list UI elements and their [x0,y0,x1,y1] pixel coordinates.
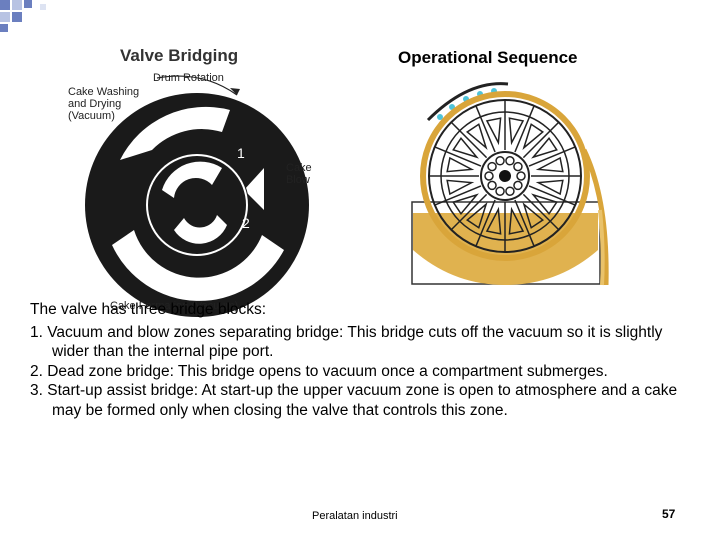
hub-hole [516,171,526,181]
bridge-list: 1. Vacuum and blow zones separating brid… [30,323,700,421]
hub-hole [487,161,497,172]
drum-spoke [475,105,496,153]
drum-cell [452,193,479,216]
drum-cell [522,123,545,150]
drum-cell [531,193,558,216]
drum-spoke [475,199,496,247]
drum-filter-diagram [408,80,640,292]
cake-blow-zone [244,168,264,210]
valve-bridging-diagram: 1 2 3 [62,40,352,320]
cake-formation-zone [112,230,284,301]
bridge-number-1: 1 [237,145,245,161]
drum-cell [508,206,525,235]
list-item: 3. Start-up assist bridge: At start-up t… [30,382,678,419]
drum-cell [452,136,479,159]
label-cake-formation: Cake Formation (Vacuum) [110,300,239,312]
hub-hole [505,156,515,166]
bridge-number-3: 3 [124,233,132,249]
intro-text: The valve has three bridge blocks: [30,301,267,318]
drum-cell [522,202,545,229]
hub-hole [487,180,497,191]
drum-cell [485,206,502,235]
drum-cell [535,179,564,196]
hub-hole [495,156,505,166]
list-item: 2. Dead zone bridge: This bridge opens t… [30,362,608,380]
drum-spoke [522,121,560,159]
drum-cell [446,179,475,196]
drum-spoke [528,146,576,167]
drum-spoke [522,193,560,231]
drum-cell [485,117,502,146]
drum-spoke [514,105,535,153]
label-cake-blow: Cake Blow [286,162,312,186]
drum-cell [465,123,488,150]
list-item: 1. Vacuum and blow zones separating brid… [30,323,663,361]
bridge-number-2: 2 [242,215,250,231]
operational-sequence-title: Operational Sequence [398,48,578,67]
drum-cell [446,156,475,173]
drum-spoke [450,193,488,231]
hub-hole [484,171,494,181]
drum-spoke [514,199,535,247]
drum-cell [465,202,488,229]
drum-cell [508,117,525,146]
drum-cell [531,136,558,159]
cake-washing-zone [120,106,230,160]
hub-hole [513,161,523,172]
label-cake-washing: Cake Washing and Drying (Vacuum) [68,86,140,122]
page-number: 57 [662,507,676,521]
hub-hole [513,180,523,191]
footer-text: Peralatan industri [312,510,398,522]
label-drum-rotation: Drum Rotation [153,72,224,84]
drum-cell [535,156,564,173]
drum-spoke [434,146,482,167]
hub-hole [505,186,515,196]
filter-drum [420,91,590,261]
valve-bridging-title: Valve Bridging [120,46,239,65]
corner-decoration [0,0,60,40]
drum-spoke [450,121,488,159]
wash-spray-bar [426,82,509,122]
drum-spoke [528,185,576,206]
drum-rotation-arrow [156,75,238,96]
drum-spoke [434,185,482,206]
body-text: The valve has three bridge blocks: 1. Va… [30,300,700,420]
hub-hole [495,186,505,196]
cake-discharge [581,148,609,286]
